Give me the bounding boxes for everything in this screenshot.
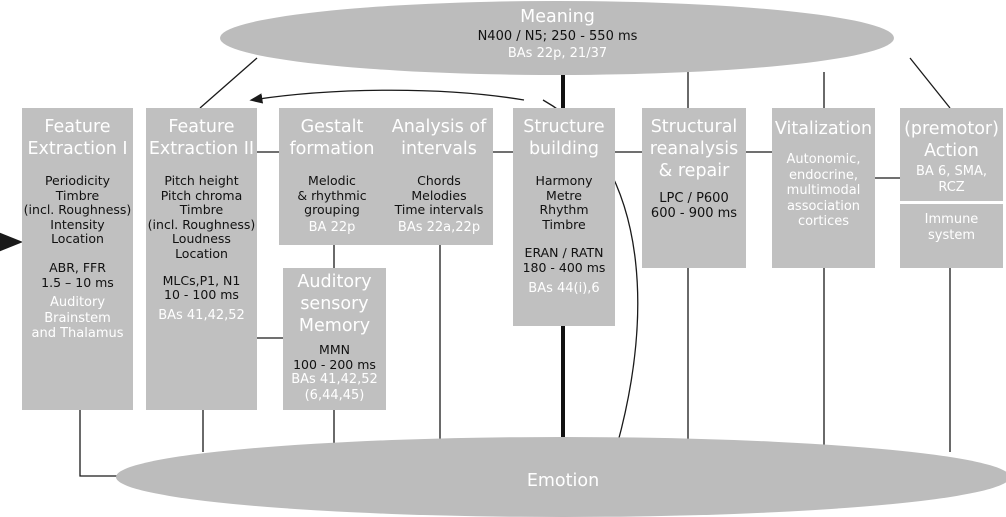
interval-analysis-title: Analysis of intervals (391, 117, 487, 159)
emotion-title: Emotion (526, 471, 600, 491)
meaning-title: Meaning (520, 7, 595, 27)
feature-extraction-1-latency: ABR, FFR 1.5 – 10 ms (41, 259, 114, 290)
structural-reanalysis-box: Structural reanalysis & repair LPC / P60… (642, 108, 746, 268)
gestalt-formation-title: Gestalt formation (289, 117, 375, 159)
structural-reanalysis-latency: LPC / P600 600 - 900 ms (650, 191, 738, 221)
connector-meaning-feature1 (199, 57, 258, 109)
immune-system-label: Immune system (924, 212, 979, 243)
vitalization-box: Vitalization Autonomic, endocrine, multi… (772, 108, 875, 268)
interval-analysis-areas: BAs 22a,22p (397, 219, 481, 235)
meaning-ellipse (220, 1, 894, 75)
premotor-action-areas: BA 6, SMA, RCZ (916, 164, 987, 195)
interval-analysis-box: Analysis of intervals Chords Melodies Ti… (385, 108, 493, 245)
meaning-label-group: Meaning N400 / N5; 250 - 550 ms BAs 22p,… (420, 6, 695, 62)
gestalt-formation-areas: BA 22p (308, 219, 356, 235)
premotor-action-divider (900, 201, 1003, 204)
feature-extraction-2-items: Pitch height Pitch chroma Timbre (incl. … (147, 173, 256, 261)
feature-extraction-1-title: Feature Extraction I (27, 117, 128, 159)
premotor-action-box: (premotor) Action BA 6, SMA, RCZ Immune … (900, 108, 1003, 268)
meaning-latency: N400 / N5; 250 - 550 ms (477, 29, 638, 44)
auditory-sensory-memory-latency: MMN 100 - 200 ms (293, 342, 376, 372)
structural-reanalysis-title: Structural reanalysis & repair (649, 117, 739, 181)
structure-building-latency: ERAN / RATN 180 - 400 ms (522, 245, 606, 275)
interval-analysis-items: Chords Melodies Time intervals (394, 173, 484, 218)
emotion-ellipse (116, 437, 1006, 517)
gestalt-formation-items: Melodic & rhythmic grouping (297, 173, 367, 218)
connector-meaning-action (909, 57, 951, 109)
vitalization-title: Vitalization (774, 119, 873, 139)
feature-extraction-1-areas: Auditory Brainstem and Thalamus (31, 295, 124, 342)
feature-extraction-2-box: Feature Extraction II Pitch height Pitch… (146, 108, 257, 410)
feature-extraction-2-title: Feature Extraction II (148, 117, 255, 159)
connector-fe1-emotion (79, 410, 140, 477)
auditory-sensory-memory-box: Auditory sensory Memory MMN 100 - 200 ms… (283, 268, 386, 410)
premotor-action-title: (premotor) Action (904, 119, 999, 161)
structure-building-box: Structure building Harmony Metre Rhythm … (513, 108, 615, 326)
feature-extraction-2-latency: MLCs,P1, N1 10 - 100 ms (162, 272, 241, 303)
structure-building-areas: BAs 44(i),6 (528, 280, 600, 296)
feature-extraction-1-items: Periodicity Timbre (incl. Roughness) Int… (23, 173, 132, 247)
vitalization-areas: Autonomic, endocrine, multimodal associa… (786, 152, 861, 229)
auditory-sensory-memory-areas: BAs 41,42,52 (6,44,45) (291, 372, 378, 403)
feedback-arrow (249, 89, 525, 104)
meaning-areas: BAs 22p, 21/37 (507, 46, 608, 61)
feature-extraction-1-box: Feature Extraction I Periodicity Timbre … (22, 108, 133, 410)
structure-building-items: Harmony Metre Rhythm Timbre (535, 173, 593, 232)
gestalt-formation-box: Gestalt formation Melodic & rhythmic gro… (279, 108, 385, 245)
auditory-sensory-memory-title: Auditory sensory Memory (297, 272, 372, 336)
structure-building-title: Structure building (523, 117, 605, 159)
feature-extraction-2-areas: BAs 41,42,52 (158, 307, 245, 323)
